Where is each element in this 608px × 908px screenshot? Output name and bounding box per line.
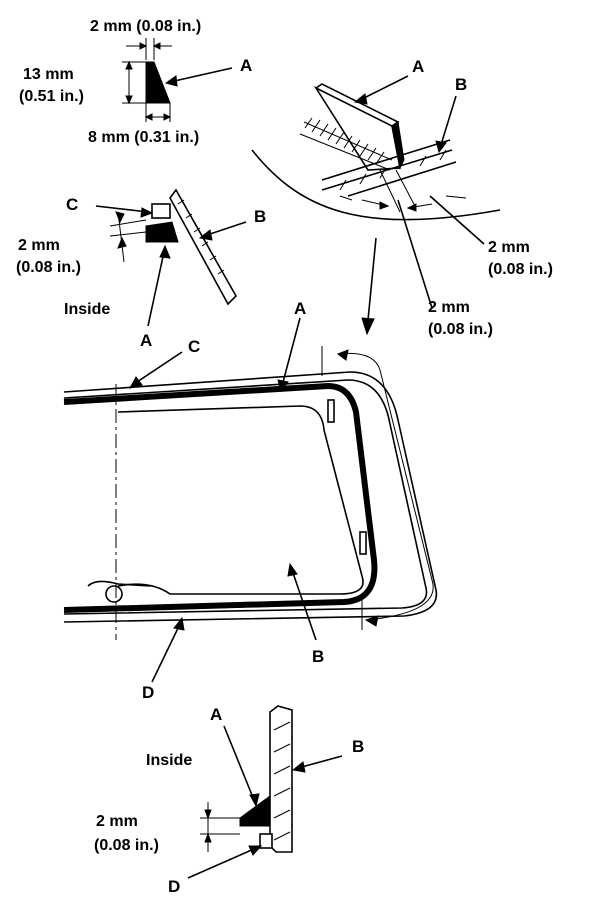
inner-opening (117, 405, 364, 595)
dim-gap-right-1: 2 mm (488, 239, 530, 256)
label-a-lower: A (210, 705, 222, 724)
label-a-main: A (294, 299, 306, 318)
label-b-upper: B (254, 207, 266, 226)
glass-outer-edge (63, 371, 438, 623)
dim-lower-gap-2: (0.08 in.) (94, 837, 159, 854)
label-a-upper: A (140, 331, 152, 350)
label-c-upper: C (66, 195, 78, 214)
label-b-main: B (312, 647, 324, 666)
dim-gap-right-2: (0.08 in.) (488, 261, 553, 278)
dim-upper-gap-1: 2 mm (18, 237, 60, 254)
label-a-zoom: A (412, 57, 424, 76)
label-inside-upper: Inside (64, 301, 110, 318)
dim-gap-center-2: (0.08 in.) (428, 321, 493, 338)
dim-height-label-1: 13 mm (23, 66, 74, 83)
dim-height-label-2: (0.51 in.) (19, 88, 84, 105)
label-d-lower: D (168, 877, 180, 896)
label-b-zoom: B (455, 75, 467, 94)
glass-dam-a (63, 383, 378, 613)
dim-width-label: 2 mm (0.08 in.) (90, 18, 201, 35)
quarter-glass-main-view: C A B D (63, 299, 438, 702)
dim-lower-gap-1: 2 mm (96, 813, 138, 830)
dim-base-label: 8 mm (0.31 in.) (88, 129, 199, 146)
label-a-profile: A (240, 56, 252, 75)
label-c-main: C (188, 337, 200, 356)
dim-upper-gap-2: (0.08 in.) (16, 259, 81, 276)
upper-cross-section: C B 2 mm (0.08 in.) Inside A (16, 188, 266, 350)
dam-profile-detail: 2 mm (0.08 in.) 13 mm (0.51 in.) 8 mm (0… (19, 18, 252, 146)
label-b-lower: B (352, 737, 364, 756)
dim-gap-center-1: 2 mm (428, 299, 470, 316)
zoom-perspective-detail: A B 2 mm (0.08 in.) 2 mm (0.08 in.) (251, 57, 553, 338)
lower-cross-section: A Inside B 2 mm (0.08 in.) D (94, 705, 364, 896)
label-inside-lower: Inside (146, 752, 192, 769)
label-d-main: D (142, 683, 154, 702)
